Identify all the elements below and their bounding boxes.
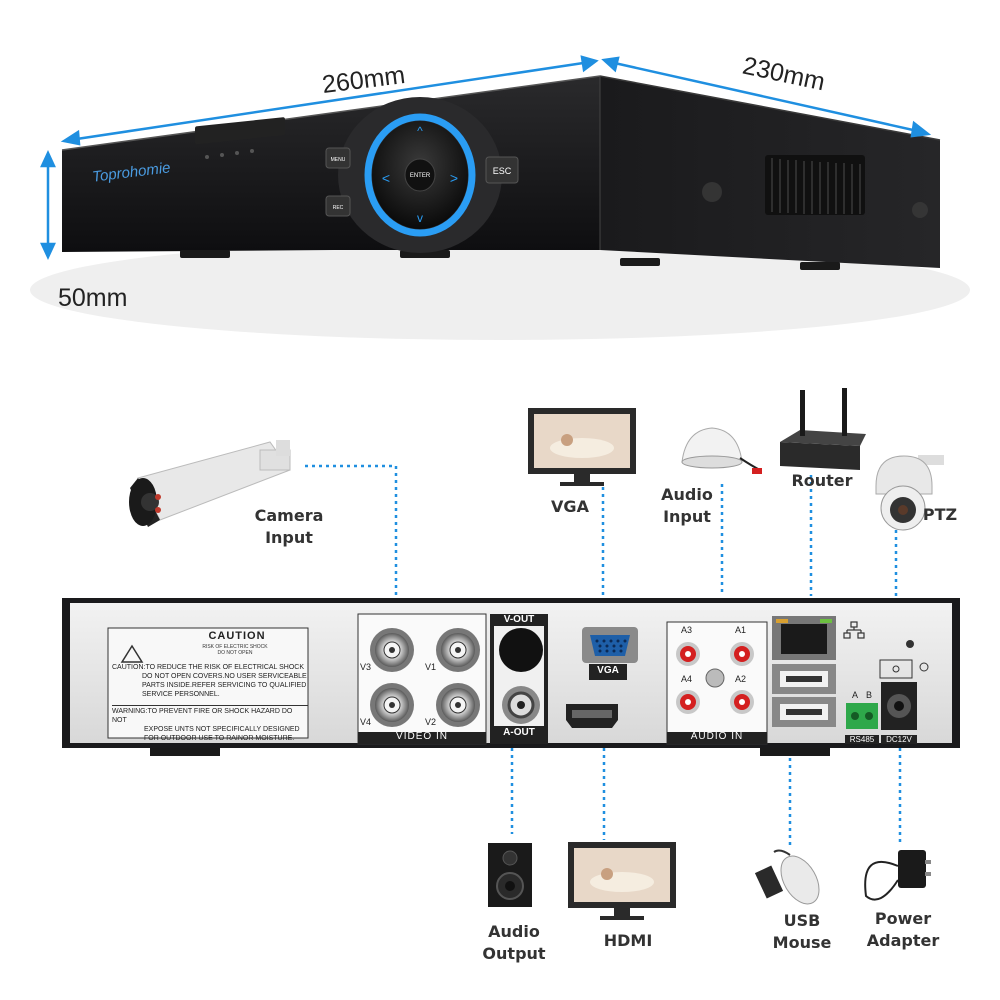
audio-label-a3: A3 — [681, 625, 693, 635]
rs485-pin-a: A — [852, 690, 859, 700]
power-adapter-label: Power Adapter — [866, 909, 940, 950]
video-label-v4: V4 — [360, 717, 372, 727]
warning-triangle-icon — [120, 644, 144, 663]
caution-sub2: DO NOT OPEN — [217, 650, 253, 656]
usb-port-1[interactable] — [772, 664, 836, 694]
rs485-terminal[interactable] — [846, 703, 878, 729]
vga-port-label: VGA — [597, 665, 619, 676]
bnc-v2[interactable] — [436, 683, 480, 727]
a-out-label: A-OUT — [503, 727, 535, 738]
caution-sub1: RISK OF ELECTRIC SHOCK — [202, 644, 268, 650]
ground-icon — [919, 662, 929, 672]
video-label-v3: V3 — [360, 662, 372, 672]
dc12v-label: DC12V — [881, 735, 917, 744]
video-label-v2: V2 — [425, 717, 437, 727]
warning-text: WARNING:TO PREVENT FIRE OR SHOCK HAZARD … — [112, 705, 308, 743]
rec-button[interactable]: REC — [325, 195, 351, 217]
menu-button[interactable]: MENU — [325, 147, 351, 169]
usb-mouse-label: USB Mouse — [772, 911, 832, 952]
right-arrow-icon[interactable]: > — [450, 170, 458, 186]
up-arrow-icon[interactable]: ^ — [417, 124, 423, 138]
rca-a1[interactable] — [730, 642, 754, 666]
caution-text: CAUTION:TO REDUCE THE RISK OF ELECTRICAL… — [112, 664, 307, 698]
esc-button[interactable]: ESC — [485, 156, 519, 184]
v-out-label: V-OUT — [503, 614, 535, 625]
hdmi-port[interactable] — [566, 704, 618, 728]
height-dimension: 50mm — [58, 284, 128, 312]
rca-a2[interactable] — [730, 690, 754, 714]
v-out-port[interactable] — [499, 628, 543, 672]
bnc-v4[interactable] — [370, 683, 414, 727]
dc-polarity-icon — [879, 659, 913, 679]
hdmi-monitor-icon — [568, 842, 676, 920]
connection-lines — [305, 464, 902, 848]
rca-a4[interactable] — [676, 690, 700, 714]
usb-port-2[interactable] — [772, 697, 836, 727]
camera-input-label: Camera Input — [254, 506, 324, 547]
usb-mouse-icon — [754, 849, 820, 905]
dvr-shadow — [30, 240, 970, 340]
audio-label-a1: A1 — [735, 625, 747, 635]
enter-button-label[interactable]: ENTER — [410, 173, 431, 179]
router-icon — [780, 388, 866, 470]
rca-a3[interactable] — [676, 642, 700, 666]
side-vent — [765, 155, 865, 215]
router-label: Router — [791, 471, 853, 490]
video-in-label: VIDEO IN — [396, 731, 448, 742]
reset-hole[interactable] — [906, 640, 914, 648]
a-out-port[interactable] — [502, 686, 540, 724]
led-indicators — [195, 117, 285, 159]
audio-label-a4: A4 — [681, 674, 693, 684]
audio-label-a2: A2 — [735, 674, 747, 684]
network-icon — [843, 621, 865, 639]
audio-in-label: AUDIO IN — [690, 731, 744, 742]
speaker-icon — [488, 843, 532, 907]
bnc-v3[interactable] — [370, 628, 414, 672]
dimension-arrows — [40, 55, 932, 260]
audio-output-label: Audio Output — [482, 922, 546, 963]
caution-title: CAUTION — [208, 630, 266, 642]
left-arrow-icon[interactable]: < — [382, 170, 390, 186]
front-control-panel: ENTER ^ v < > — [338, 97, 502, 253]
down-arrow-icon[interactable]: v — [417, 211, 423, 225]
vga-monitor-icon — [528, 408, 636, 486]
microphone-icon — [681, 427, 762, 474]
video-label-v1: V1 — [425, 662, 437, 672]
svg-text:ESC: ESC — [493, 166, 512, 176]
svg-text:REC: REC — [333, 205, 344, 211]
rs485-pin-b: B — [866, 690, 873, 700]
vga-label: VGA — [551, 497, 589, 516]
dc-power-port[interactable] — [881, 682, 917, 730]
rs485-label: RS485 — [845, 735, 879, 744]
bnc-v1[interactable] — [436, 628, 480, 672]
bullet-camera-icon — [129, 440, 291, 527]
hdmi-label: HDMI — [603, 931, 653, 950]
svg-text:MENU: MENU — [331, 157, 346, 163]
ptz-camera-icon — [875, 455, 944, 531]
lan-port[interactable] — [772, 616, 836, 660]
ptz-label: PTZ — [922, 505, 958, 524]
power-adapter-icon — [864, 850, 931, 901]
audio-input-label: Audio Input — [661, 485, 713, 526]
vga-port[interactable] — [582, 627, 638, 680]
